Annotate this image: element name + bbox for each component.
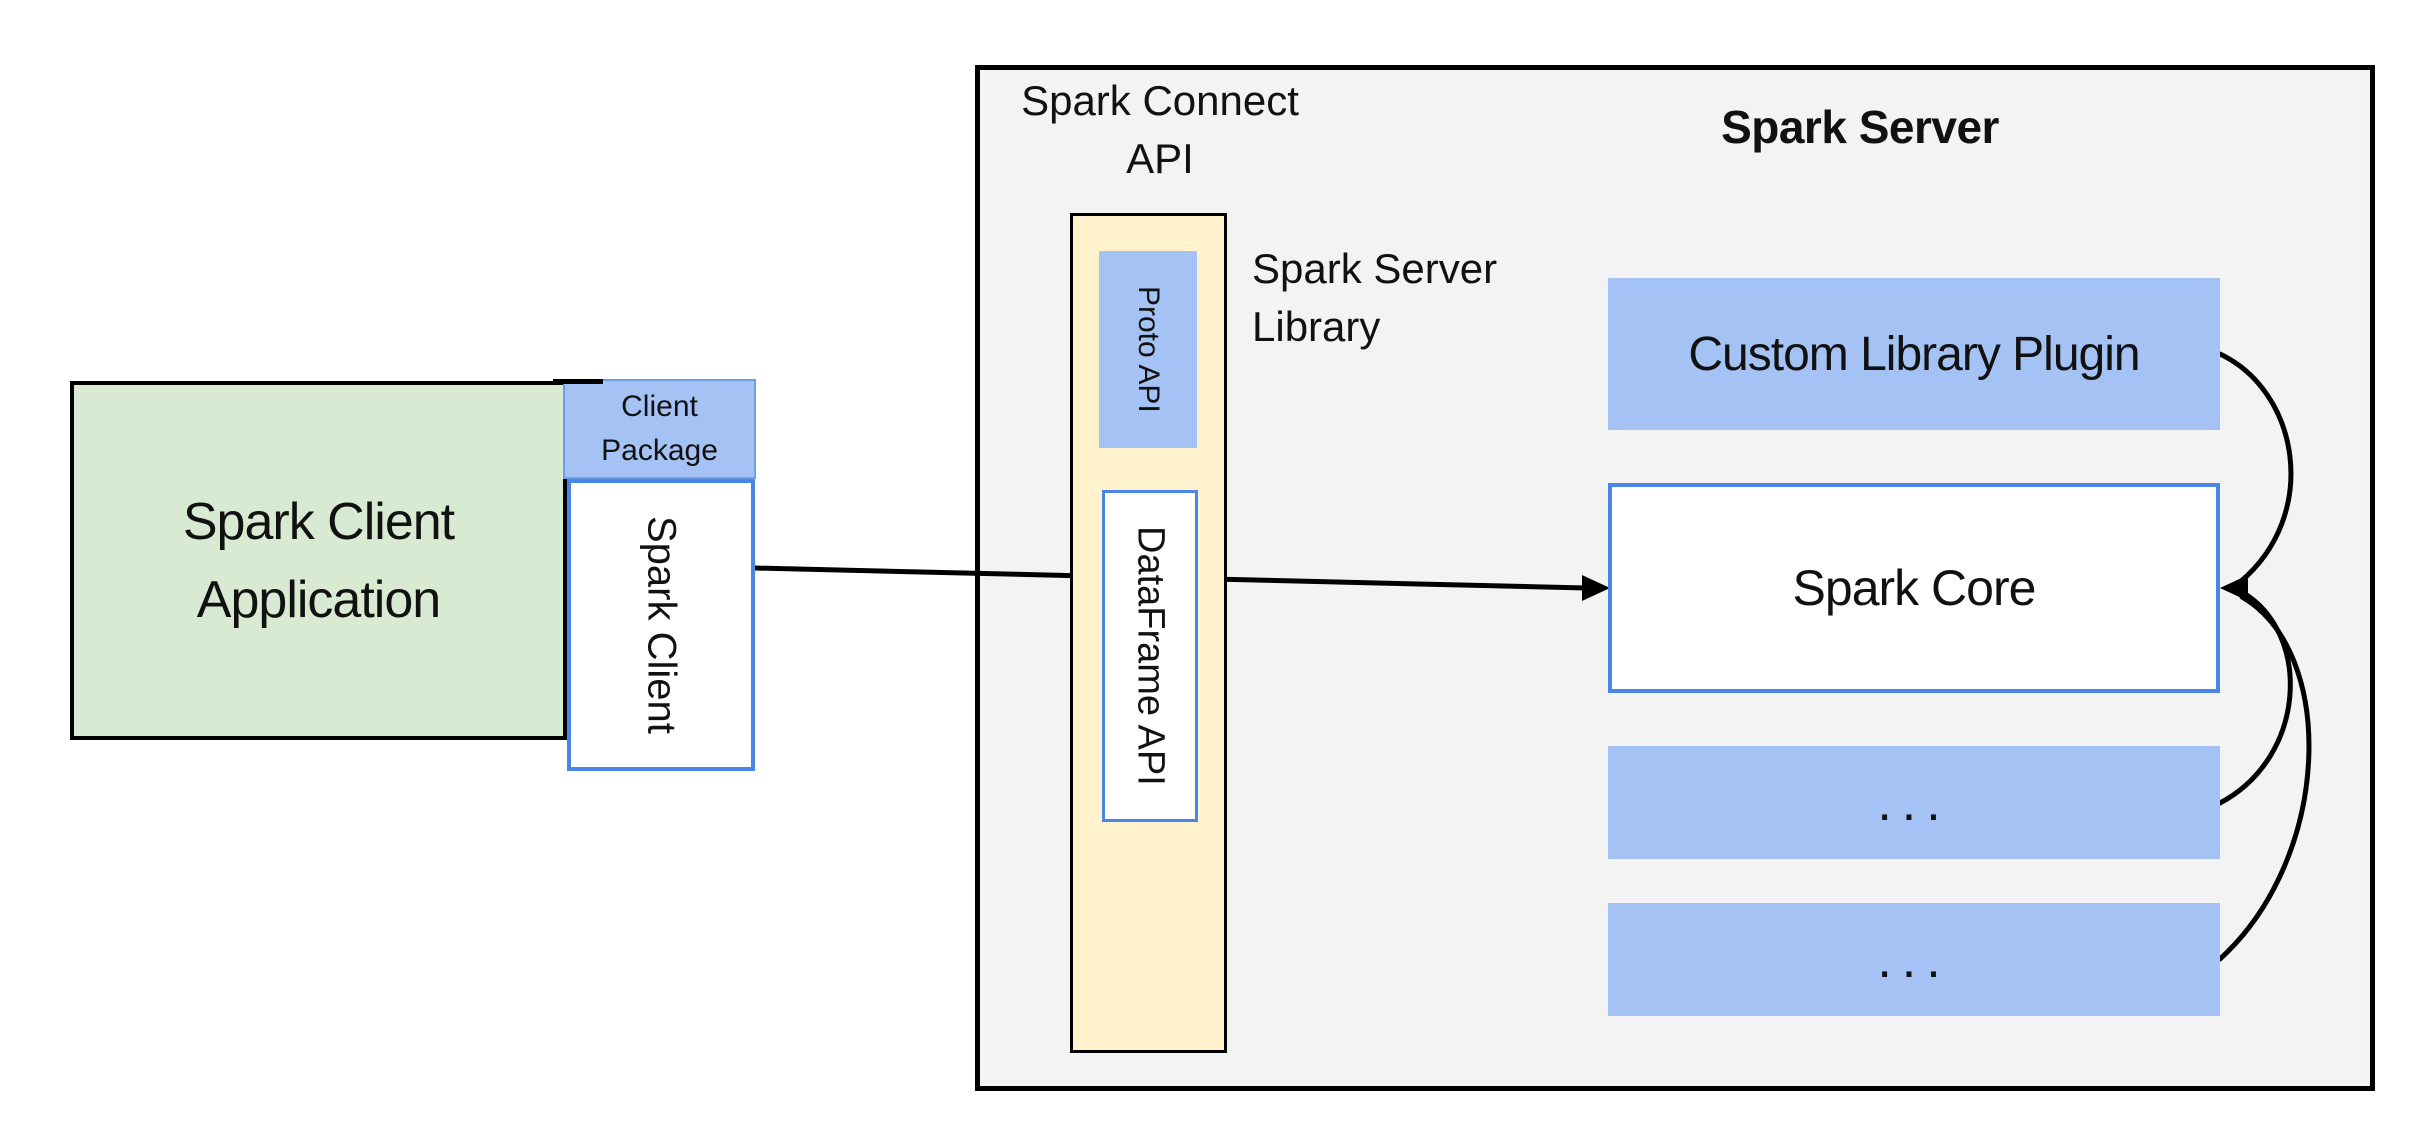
spark-server-library-label-line2: Library	[1252, 303, 1381, 350]
spark-server-library-label: Spark Server Library	[1252, 240, 1572, 356]
spark-core-box: Spark Core	[1608, 483, 2220, 693]
more1-to-core-arc	[2217, 589, 2293, 806]
more-plugins-box-1: ...	[1608, 746, 2220, 859]
spark-connect-api-label: Spark Connect API	[1010, 72, 1310, 188]
proto-api-label: Proto API	[1132, 286, 1165, 413]
spark-client-application-label-line1: Spark Client	[182, 492, 455, 551]
green-box-top-border-segment	[553, 379, 603, 384]
client-package-label-line2: Package	[601, 434, 718, 467]
spark-core-label: Spark Core	[1792, 560, 2037, 616]
client-package-box: Client Package	[563, 379, 756, 479]
custom-library-plugin-box: Custom Library Plugin	[1608, 278, 2220, 430]
spark-client-label: Spark Client	[639, 516, 684, 734]
custom-library-plugin-label: Custom Library Plugin	[1688, 327, 2140, 381]
dataframe-api-box: DataFrame API	[1102, 490, 1198, 822]
more-plugins-box-2: ...	[1608, 903, 2220, 1016]
spark-client-box: Spark Client	[567, 479, 755, 771]
arrowhead-into-core-right-icon	[2220, 575, 2248, 601]
arrowhead-into-core-left-icon	[1582, 575, 1610, 601]
more-plugins-label-2: ...	[1877, 930, 1951, 989]
more2-to-core-arc	[2217, 594, 2312, 962]
spark-client-application-box: Spark Client Application	[70, 381, 567, 740]
spark-connect-api-label-line2: API	[1126, 135, 1194, 182]
spark-server-library-label-line1: Spark Server	[1252, 245, 1498, 292]
client-package-label-line1: Client	[621, 390, 698, 423]
spark-connect-api-label-line1: Spark Connect	[1021, 77, 1299, 124]
plugin-to-core-arc	[2217, 351, 2294, 585]
dataframe-api-label: DataFrame API	[1129, 526, 1172, 786]
spark-server-title: Spark Server	[1721, 101, 1999, 153]
spark-client-application-label-line2: Application	[196, 570, 441, 629]
more-plugins-label-1: ...	[1877, 773, 1951, 832]
proto-api-box: Proto API	[1099, 251, 1197, 448]
